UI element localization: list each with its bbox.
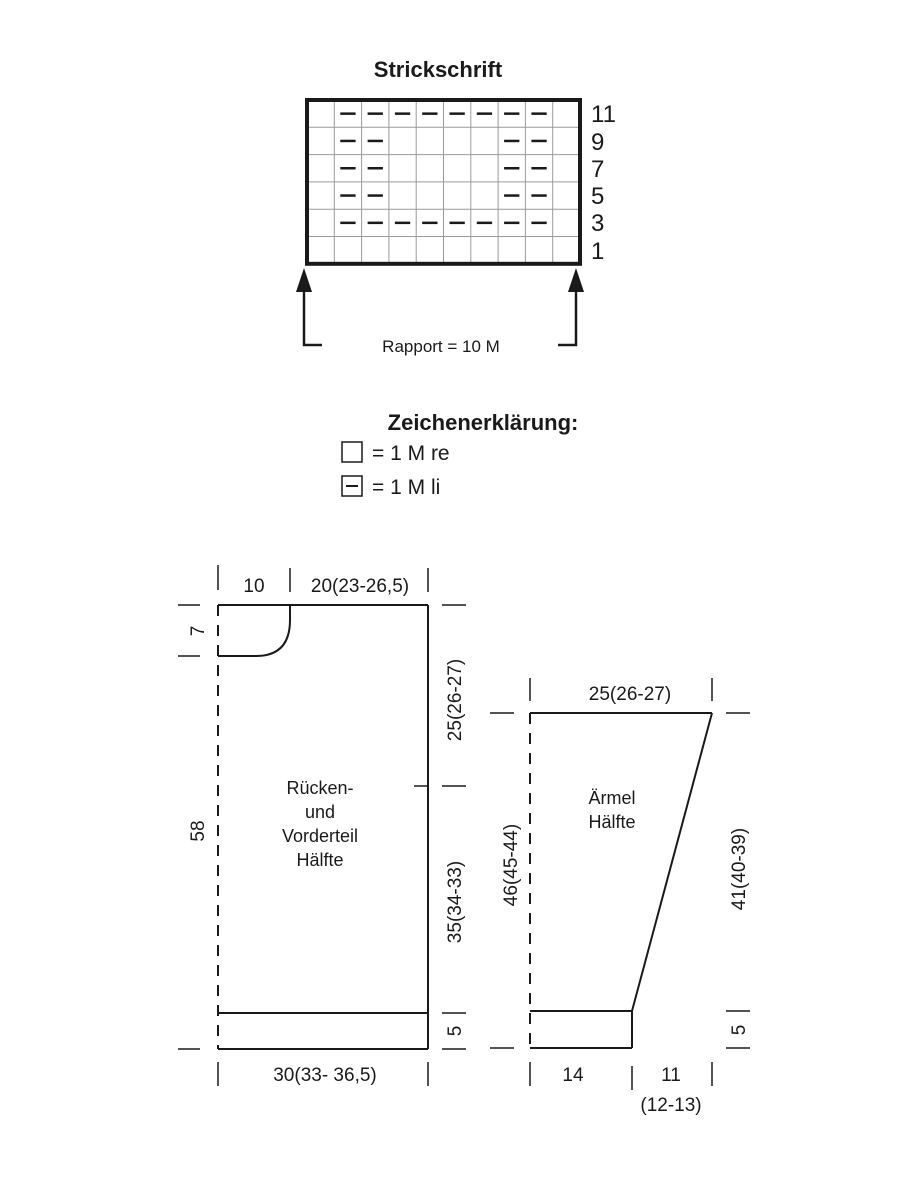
legend-purl-label: = 1 M li <box>372 476 440 499</box>
row-numbers: 11 9 7 5 3 1 <box>591 101 616 265</box>
body-neck-depth-measure: 7 <box>188 626 209 637</box>
body-label-line-4: Hälfte <box>296 850 343 870</box>
rapport-left-arrow-icon <box>296 268 312 292</box>
body-label-line-3: Vorderteil <box>282 826 358 846</box>
rapport-right-line <box>558 290 578 347</box>
stitch-grid <box>305 98 582 266</box>
legend-title: Zeichenerklärung: <box>388 410 579 435</box>
row-number-11: 11 <box>591 101 616 128</box>
legend-knit-label: = 1 M re <box>372 442 450 465</box>
row-number-7: 7 <box>591 156 604 183</box>
sleeve-bottom-left-measure: 14 <box>562 1065 584 1086</box>
sleeve-bottom-right-measure-2: (12-13) <box>640 1095 701 1116</box>
body-label-line-1: Rücken- <box>286 778 353 798</box>
body-top-left-measure: 10 <box>243 576 264 597</box>
body-upper-right-measure: 25(26-27) <box>445 659 466 741</box>
sleeve-slanted-edge <box>631 712 713 1012</box>
row-number-3: 3 <box>591 210 604 237</box>
rapport-left-line <box>302 290 322 347</box>
sleeve-bottom-right-measure-1: 11 <box>661 1065 681 1086</box>
purl-symbol-icon <box>341 475 363 497</box>
sleeve-left-measure: 46(45-44) <box>501 824 522 906</box>
sleeve-piece <box>529 712 713 1049</box>
sleeve-piece-label: Ärmel Hälfte <box>588 788 635 832</box>
sleeve-hem-measure: 5 <box>729 1025 750 1036</box>
row-number-5: 5 <box>591 183 604 210</box>
body-piece-label: Rücken- und Vorderteil Hälfte <box>282 778 358 870</box>
body-label-line-2: und <box>305 802 335 822</box>
body-neckline <box>218 605 291 657</box>
body-piece <box>217 604 429 1050</box>
body-top-right-measure: 20(23-26,5) <box>311 576 409 597</box>
body-bottom-measure: 30(33- 36,5) <box>273 1065 377 1086</box>
grid-border <box>305 98 582 266</box>
chart-title: Strickschrift <box>374 57 503 82</box>
body-dimension-ticks <box>178 565 466 1086</box>
rapport-bracket <box>302 290 578 347</box>
sleeve-label-line-2: Hälfte <box>588 812 635 832</box>
sleeve-label-line-1: Ärmel <box>588 788 635 808</box>
row-number-9: 9 <box>591 129 604 156</box>
row-number-1: 1 <box>591 238 604 265</box>
sleeve-right-measure: 41(40-39) <box>729 828 750 910</box>
rapport-right-arrow-icon <box>568 268 584 292</box>
sleeve-top-measure: 25(26-27) <box>589 684 671 705</box>
body-hem-measure: 5 <box>445 1026 466 1037</box>
body-lower-right-measure: 35(34-33) <box>445 861 466 943</box>
rapport-label: Rapport = 10 M <box>382 337 500 356</box>
sleeve-dimension-ticks <box>490 678 750 1090</box>
knit-symbol-icon <box>341 441 363 463</box>
body-height-measure: 58 <box>188 820 209 841</box>
